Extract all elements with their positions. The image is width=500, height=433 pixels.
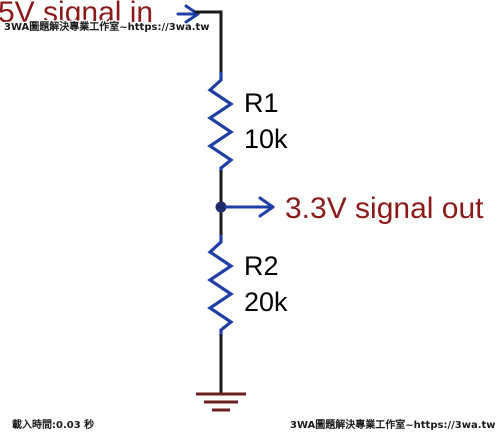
junction-node — [215, 201, 227, 213]
r2-value-label: 20k — [244, 287, 288, 317]
resistor-r2 — [207, 235, 234, 336]
watermark-load-time: 載入時間:0.03 秒 — [12, 418, 94, 431]
output-signal-label: 3.3V signal out — [285, 192, 484, 225]
input-wire — [194, 10, 223, 74]
watermark-bottom-right: 3WA圖題解決專業工作室~https://3wa.tw — [290, 418, 496, 431]
watermark-top-left: 3WA圖題解決專業工作室~https://3wa.tw — [4, 20, 210, 33]
resistor-r1 — [207, 72, 234, 172]
r1-value-label: 10k — [244, 124, 288, 154]
r1-name-label: R1 — [244, 88, 279, 118]
ground-icon — [196, 392, 246, 412]
output-arrow-icon — [224, 196, 275, 218]
input-signal-label: 5V signal in — [0, 0, 153, 29]
input-arrow-icon — [176, 4, 200, 24]
r2-name-label: R2 — [244, 251, 279, 281]
